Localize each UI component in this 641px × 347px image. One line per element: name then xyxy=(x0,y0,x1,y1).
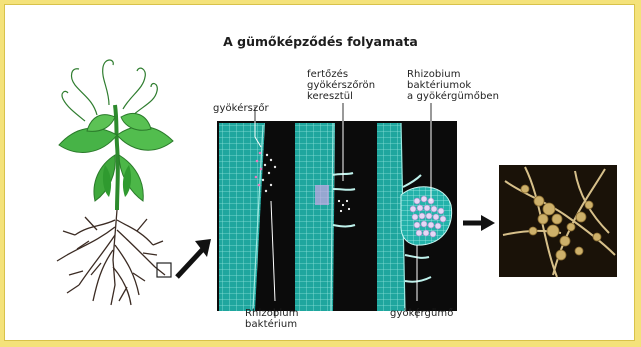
arrow-right-icon xyxy=(177,239,211,277)
label-rhizobium-bacterium: Rhizobium baktérium xyxy=(245,308,299,330)
label-rhizobium-in-nodule: Rhizobium baktériumok a gyökérgümőben xyxy=(407,69,499,102)
diagram-frame: A gümőképződés folyamata xyxy=(4,4,635,341)
label-root-nodule: gyökérgümő xyxy=(390,308,453,319)
root-nodule-photo xyxy=(499,165,617,277)
plant-illustration xyxy=(57,60,173,305)
arrow-right-icon xyxy=(463,215,495,231)
label-infection: fertőzés gyökérszőrön keresztül xyxy=(307,69,375,102)
diagram-canvas xyxy=(5,5,636,342)
micrograph-panel xyxy=(217,121,457,311)
label-root-hair: gyökérszőr xyxy=(213,103,269,114)
